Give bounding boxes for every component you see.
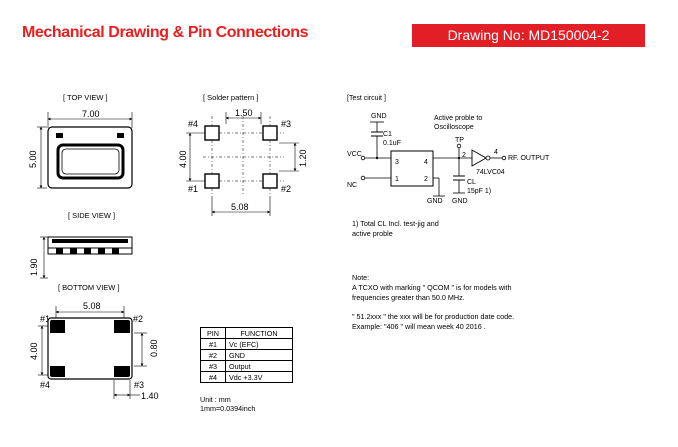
- table-cell-pin: #3: [200, 360, 226, 372]
- circuit-tp: TP: [455, 137, 464, 144]
- bottom-pin3-label: #3: [134, 380, 144, 390]
- circuit-c1-value: 0.1uF: [383, 140, 401, 147]
- footnote-line-2: active proble: [352, 229, 393, 238]
- top-height-dim: 5.00: [28, 150, 38, 168]
- note-line-3: " 51.2xxx " the xxx will be for producti…: [352, 312, 515, 321]
- inverter-symbol: [471, 149, 487, 167]
- side-view-label: [ SIDE VIEW ]: [68, 211, 115, 220]
- circuit-pin1: 1: [395, 176, 399, 183]
- solder-top-dim: 1.50: [235, 108, 253, 118]
- unit-conversion: 1mm=0.0394inch: [200, 404, 256, 413]
- table-cell-function: Output: [225, 360, 293, 372]
- footnote-line-1: 1) Total CL Incl. test-jig and: [352, 219, 439, 228]
- circuit-probe-1: Active proble to: [434, 115, 482, 122]
- note-title: Note:: [352, 273, 370, 282]
- test-circuit-label: [Test circuit ]: [347, 95, 386, 102]
- bottom-pin2-label: #2: [133, 314, 143, 324]
- circuit-cl-value: 15pF 1): [467, 188, 491, 195]
- note-line-2: frequencies greater than 50.0 MHz.: [352, 293, 465, 302]
- side-height-dim: 1.90: [29, 258, 39, 276]
- solder-pin1-label: #1: [188, 184, 198, 194]
- circuit-in-pin: 2: [462, 152, 466, 159]
- page-title: Mechanical Drawing & Pin Connections: [22, 24, 309, 41]
- table-row: #4 Vdc +3.3V: [200, 371, 293, 383]
- solder-pin4-label: #4: [188, 119, 198, 129]
- bottom-view-label: [ BOTTOM VIEW ]: [58, 283, 120, 292]
- circuit-c1: C1: [383, 131, 392, 138]
- table-row: #2 GND: [200, 349, 293, 361]
- pin-function-table: PIN FUNCTION #1 Vc (EFC) #2 GND #3 Outpu…: [200, 327, 293, 383]
- circuit-cl: CL: [467, 179, 476, 186]
- circuit-pin2: 2: [424, 176, 428, 183]
- solder-pin3-label: #3: [281, 119, 291, 129]
- table-cell-function: GND: [225, 349, 293, 361]
- circuit-vcc: VCC: [347, 151, 362, 158]
- table-row: #1 Vc (EFC): [200, 338, 293, 350]
- solder-pad-3: [262, 125, 278, 141]
- circuit-gnd-cl: GND: [452, 198, 468, 205]
- table-header-row: PIN FUNCTION: [200, 327, 293, 339]
- bottom-pad-4: [50, 366, 65, 377]
- circuit-rf-output: RF. OUTPUT: [508, 155, 550, 162]
- circuit-nc: NC: [347, 182, 357, 189]
- solder-right-dim: 1.20: [298, 149, 308, 167]
- table-header-function: FUNCTION: [225, 327, 293, 339]
- bottom-pin4-label: #4: [40, 380, 50, 390]
- solder-pin2-label: #2: [281, 184, 291, 194]
- circuit-pin4: 4: [424, 159, 428, 166]
- bottom-view-package: [47, 317, 133, 380]
- bottom-pad-height-dim: 0.80: [149, 339, 159, 357]
- circuit-gnd-bottom: GND: [427, 198, 443, 205]
- circuit-out-pin: 4: [494, 149, 498, 156]
- bottom-width-dim: 5.08: [83, 301, 101, 311]
- bottom-pad-width-dim: 1.40: [141, 391, 159, 401]
- table-cell-pin: #1: [200, 338, 226, 350]
- circuit-pin3: 3: [395, 159, 399, 166]
- circuit-probe-2: Oscilloscope: [434, 124, 474, 131]
- table-cell-function: Vdc +3.3V: [225, 371, 293, 383]
- table-cell-pin: #4: [200, 371, 226, 383]
- bottom-pad-3: [114, 366, 130, 377]
- drawing-number-badge: Drawing No: MD150004-2: [412, 24, 645, 47]
- circuit-gnd-top: GND: [371, 113, 387, 120]
- bottom-height-dim: 4.00: [29, 342, 39, 360]
- note-line-1: A TCXO with marking " QCOM " is for mode…: [352, 283, 512, 292]
- solder-pattern-label: [ Solder pattern ]: [203, 93, 258, 102]
- solder-bottom-dim: 5.08: [231, 202, 249, 212]
- table-row: #3 Output: [200, 360, 293, 372]
- solder-pad-4: [204, 125, 220, 141]
- bottom-pad-1: [50, 320, 65, 333]
- bottom-pad-2: [114, 320, 130, 333]
- circuit-oscillator: [390, 150, 434, 187]
- table-cell-function: Vc (EFC): [225, 338, 293, 350]
- side-view-package: [47, 236, 133, 255]
- bottom-pin1-label: #1: [40, 314, 50, 324]
- table-cell-pin: #2: [200, 349, 226, 361]
- top-view-lid: [56, 143, 125, 180]
- unit-label: Unit : mm: [200, 395, 231, 404]
- table-header-pin: PIN: [200, 327, 226, 339]
- solder-pad-1: [204, 173, 220, 189]
- top-width-dim: 7.00: [82, 109, 100, 119]
- solder-pad-2: [262, 173, 278, 189]
- circuit-ic: 74LVC04: [476, 169, 505, 176]
- top-view-label: [ TOP VIEW ]: [63, 93, 108, 102]
- solder-left-dim: 4.00: [178, 150, 188, 168]
- note-line-4: Example: "406 " will mean week 40 2016 .: [352, 322, 486, 331]
